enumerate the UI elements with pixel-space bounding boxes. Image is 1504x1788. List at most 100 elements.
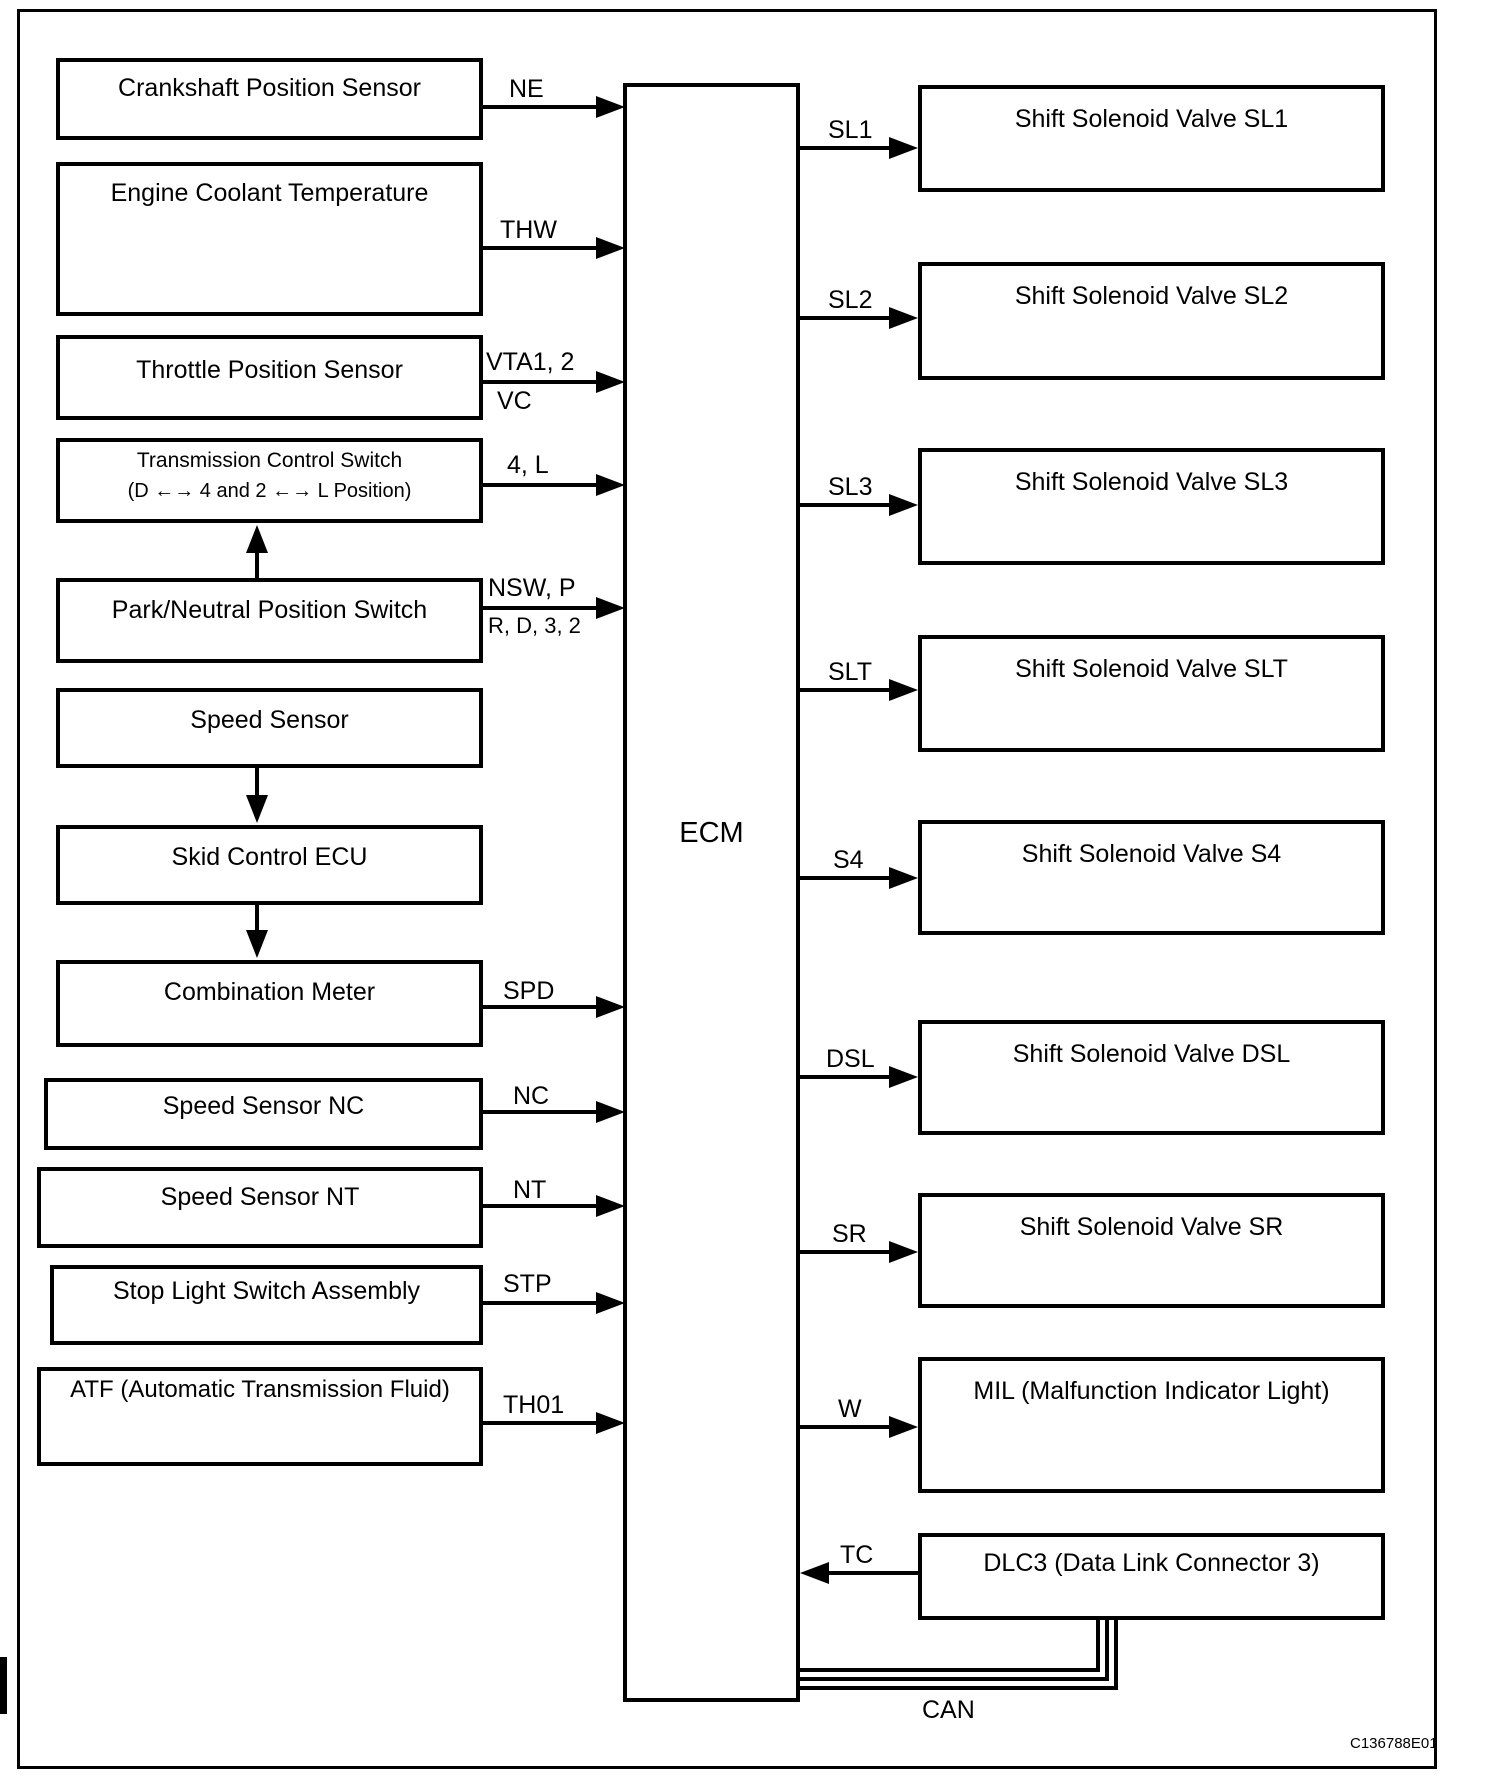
rd32-signal-label: R, D, 3, 2 [488, 613, 581, 638]
output-label: Shift Solenoid Valve SLT [1015, 655, 1288, 683]
sl1-arrowhead-icon [889, 137, 918, 159]
thw-signal-label: THW [500, 216, 557, 244]
4l-arrowhead-icon [596, 474, 625, 496]
can-bus-label: CAN [922, 1696, 975, 1724]
input-box-combination-meter: Combination Meter [56, 960, 483, 1047]
th01-signal-label: TH01 [503, 1391, 565, 1419]
spd-signal-line [483, 1005, 598, 1009]
w-signal-line [800, 1425, 891, 1429]
output-label: Shift Solenoid Valve SR [1019, 1213, 1284, 1241]
input-box-speed-sensor: Speed Sensor [56, 688, 483, 768]
input-box-crankshaft-position-sensor: Crankshaft Position Sensor [56, 58, 483, 140]
input-label: Stop Light Switch Assembly [112, 1277, 421, 1305]
skid-to-meter-arrowhead-icon [246, 930, 268, 958]
sl2-arrowhead-icon [889, 307, 918, 329]
dsl-arrowhead-icon [889, 1066, 918, 1088]
tc-arrowhead-icon [800, 1562, 829, 1584]
thw-arrowhead-icon [596, 237, 625, 259]
output-box-shift-solenoid-valve-dsl: Shift Solenoid Valve DSL [918, 1020, 1385, 1135]
sr-signal-line [800, 1250, 891, 1254]
input-label: Speed Sensor NC [162, 1092, 365, 1120]
input-label: Crankshaft Position Sensor [118, 74, 421, 102]
4l-signal-label: 4, L [507, 451, 549, 479]
speed-to-skid-arrowhead-icon [246, 795, 268, 823]
figure-code: C136788E01 [1350, 1735, 1438, 1752]
nsw-signal-line [483, 606, 598, 610]
th01-arrowhead-icon [596, 1412, 625, 1434]
input-label: Combination Meter [163, 978, 376, 1006]
nc-signal-line [483, 1110, 598, 1114]
th01-signal-line [483, 1421, 598, 1425]
input-box-skid-control-ecu: Skid Control ECU [56, 825, 483, 905]
output-box-mil: MIL (Malfunction Indicator Light) [918, 1357, 1385, 1493]
input-box-park-neutral-position-switch: Park/Neutral Position Switch [56, 578, 483, 663]
input-box-throttle-position-sensor: Throttle Position Sensor [56, 335, 483, 420]
input-label: Park/Neutral Position Switch [111, 596, 428, 624]
output-box-shift-solenoid-valve-slt: Shift Solenoid Valve SLT [918, 635, 1385, 752]
w-arrowhead-icon [889, 1416, 918, 1438]
sl1-signal-line [800, 146, 891, 150]
spd-signal-label: SPD [503, 977, 555, 1005]
output-box-dlc3: DLC3 (Data Link Connector 3) [918, 1533, 1385, 1620]
input-box-transmission-control-switch: Transmission Control Switch (D ←→ 4 and … [56, 438, 483, 523]
nt-signal-line [483, 1204, 598, 1208]
ne-arrowhead-icon [596, 96, 625, 118]
nsw-signal-label: NSW, P [488, 574, 576, 602]
vta-signal-label: VTA1, 2 [486, 348, 575, 376]
output-label: Shift Solenoid Valve DSL [1012, 1040, 1291, 1068]
sl3-signal-line [800, 503, 891, 507]
input-sublabel: (D ←→ 4 and 2 ←→ L Position) [127, 480, 412, 503]
output-label: MIL (Malfunction Indicator Light) [973, 1377, 1330, 1405]
output-label: Shift Solenoid Valve SL3 [1014, 468, 1289, 496]
nsw-arrowhead-icon [596, 597, 625, 619]
output-box-shift-solenoid-valve-sl3: Shift Solenoid Valve SL3 [918, 448, 1385, 565]
output-box-shift-solenoid-valve-sr: Shift Solenoid Valve SR [918, 1193, 1385, 1308]
sr-signal-label: SR [832, 1220, 867, 1248]
tc-signal-line [827, 1571, 918, 1575]
input-label: Speed Sensor NT [160, 1183, 360, 1211]
park-to-transmission-line [255, 551, 259, 578]
input-label: Transmission Control Switch [136, 449, 403, 472]
can-bus-line-mid-v [1105, 1618, 1109, 1681]
ne-signal-line [483, 105, 598, 109]
sl3-signal-label: SL3 [828, 473, 873, 501]
4l-signal-line [483, 483, 598, 487]
page-edge-tab [0, 1657, 7, 1714]
ne-signal-label: NE [509, 75, 544, 103]
input-box-engine-coolant-temperature: Engine Coolant Temperature [56, 162, 483, 316]
can-bus-line-inner-v [1096, 1618, 1100, 1672]
nc-arrowhead-icon [596, 1101, 625, 1123]
can-bus-line-outer-h [800, 1686, 1118, 1690]
speed-to-skid-line [255, 768, 259, 798]
nt-signal-label: NT [513, 1176, 547, 1204]
park-to-transmission-arrowhead-icon [246, 525, 268, 553]
slt-arrowhead-icon [889, 679, 918, 701]
vta-signal-line [483, 380, 598, 384]
sr-arrowhead-icon [889, 1241, 918, 1263]
can-bus-line-outer-v [1114, 1618, 1118, 1690]
input-label: ATF (Automatic Transmission Fluid) [70, 1376, 450, 1403]
input-label: Speed Sensor [190, 706, 349, 734]
input-box-stop-light-switch-assembly: Stop Light Switch Assembly [50, 1265, 483, 1345]
s4-arrowhead-icon [889, 867, 918, 889]
dsl-signal-line [800, 1075, 891, 1079]
input-label: Engine Coolant Temperature [110, 179, 429, 207]
skid-to-meter-line [255, 905, 259, 933]
dsl-signal-label: DSL [826, 1045, 875, 1073]
sl1-signal-label: SL1 [828, 116, 873, 144]
w-signal-label: W [838, 1395, 862, 1423]
output-label: Shift Solenoid Valve S4 [1021, 840, 1282, 868]
input-box-speed-sensor-nt: Speed Sensor NT [37, 1167, 483, 1248]
vta-arrowhead-icon [596, 371, 625, 393]
ecm-label: ECM [679, 817, 744, 849]
slt-signal-label: SLT [828, 658, 872, 686]
ecm-box: ECM [623, 83, 800, 1702]
input-box-atf: ATF (Automatic Transmission Fluid) [37, 1367, 483, 1466]
output-label: Shift Solenoid Valve SL2 [1014, 282, 1289, 310]
sl2-signal-line [800, 316, 891, 320]
input-label: Throttle Position Sensor [136, 356, 403, 384]
spd-arrowhead-icon [596, 996, 625, 1018]
stp-signal-label: STP [503, 1270, 552, 1298]
sl2-signal-label: SL2 [828, 286, 873, 314]
